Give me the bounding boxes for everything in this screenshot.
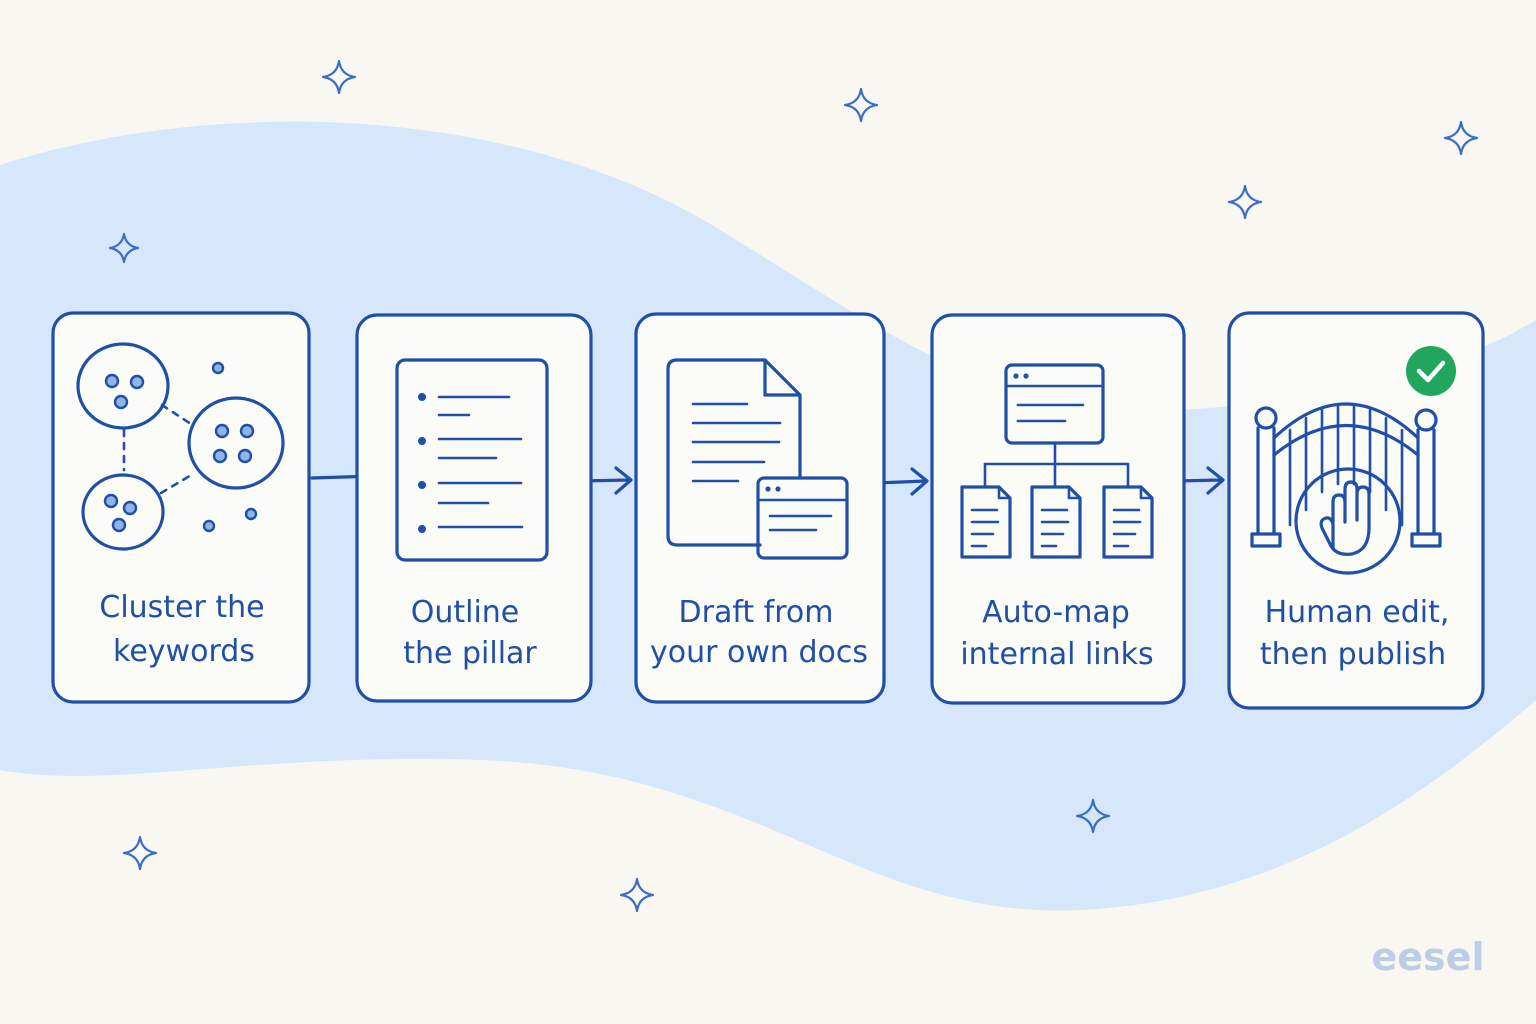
- sparkle-icon: [108, 232, 140, 264]
- outline-document-icon: [395, 358, 549, 562]
- step-card-5: Human edit, then publish: [1227, 311, 1485, 710]
- card-frame: [634, 312, 886, 704]
- step-label-line1: Cluster the: [99, 590, 264, 625]
- sparkle-icon: [843, 87, 879, 123]
- publish-gate-icon: [1250, 402, 1442, 575]
- sparkle-icon: [1075, 798, 1111, 834]
- sparkle-icon: [619, 877, 655, 913]
- step-label-line2: the pillar: [403, 636, 537, 671]
- sparkle-icon: [1227, 184, 1263, 220]
- check-badge-icon: [1406, 346, 1456, 396]
- brand-logo: eesel: [1372, 935, 1485, 979]
- sparkle-icon: [122, 835, 158, 871]
- step-label-line1: Auto-map: [982, 595, 1130, 630]
- step-label-line1: Human edit,: [1265, 595, 1450, 630]
- step-label-line1: Outline: [411, 595, 520, 630]
- link-map-icon: [960, 363, 1154, 559]
- step-label-line2: keywords: [113, 634, 255, 669]
- step-card-2: Outline the pillar: [355, 313, 593, 703]
- step-card-4: Auto-map internal links: [930, 313, 1186, 705]
- sparkle-stars: [108, 59, 1479, 913]
- step-label-line2: then publish: [1260, 637, 1446, 672]
- draft-document-icon: [666, 358, 849, 560]
- keyword-clusters-icon: [76, 342, 285, 551]
- sparkle-icon: [1443, 120, 1479, 156]
- card-frame: [51, 311, 311, 704]
- sparkle-icon: [321, 59, 357, 95]
- step-label-line1: Draft from: [679, 595, 834, 630]
- card-frame: [355, 313, 593, 703]
- step-label-line2: your own docs: [650, 635, 868, 670]
- step-card-3: Draft from your own docs: [634, 312, 886, 704]
- step-label-line2: internal links: [960, 637, 1153, 672]
- step-card-1: Cluster the keywords: [51, 311, 311, 704]
